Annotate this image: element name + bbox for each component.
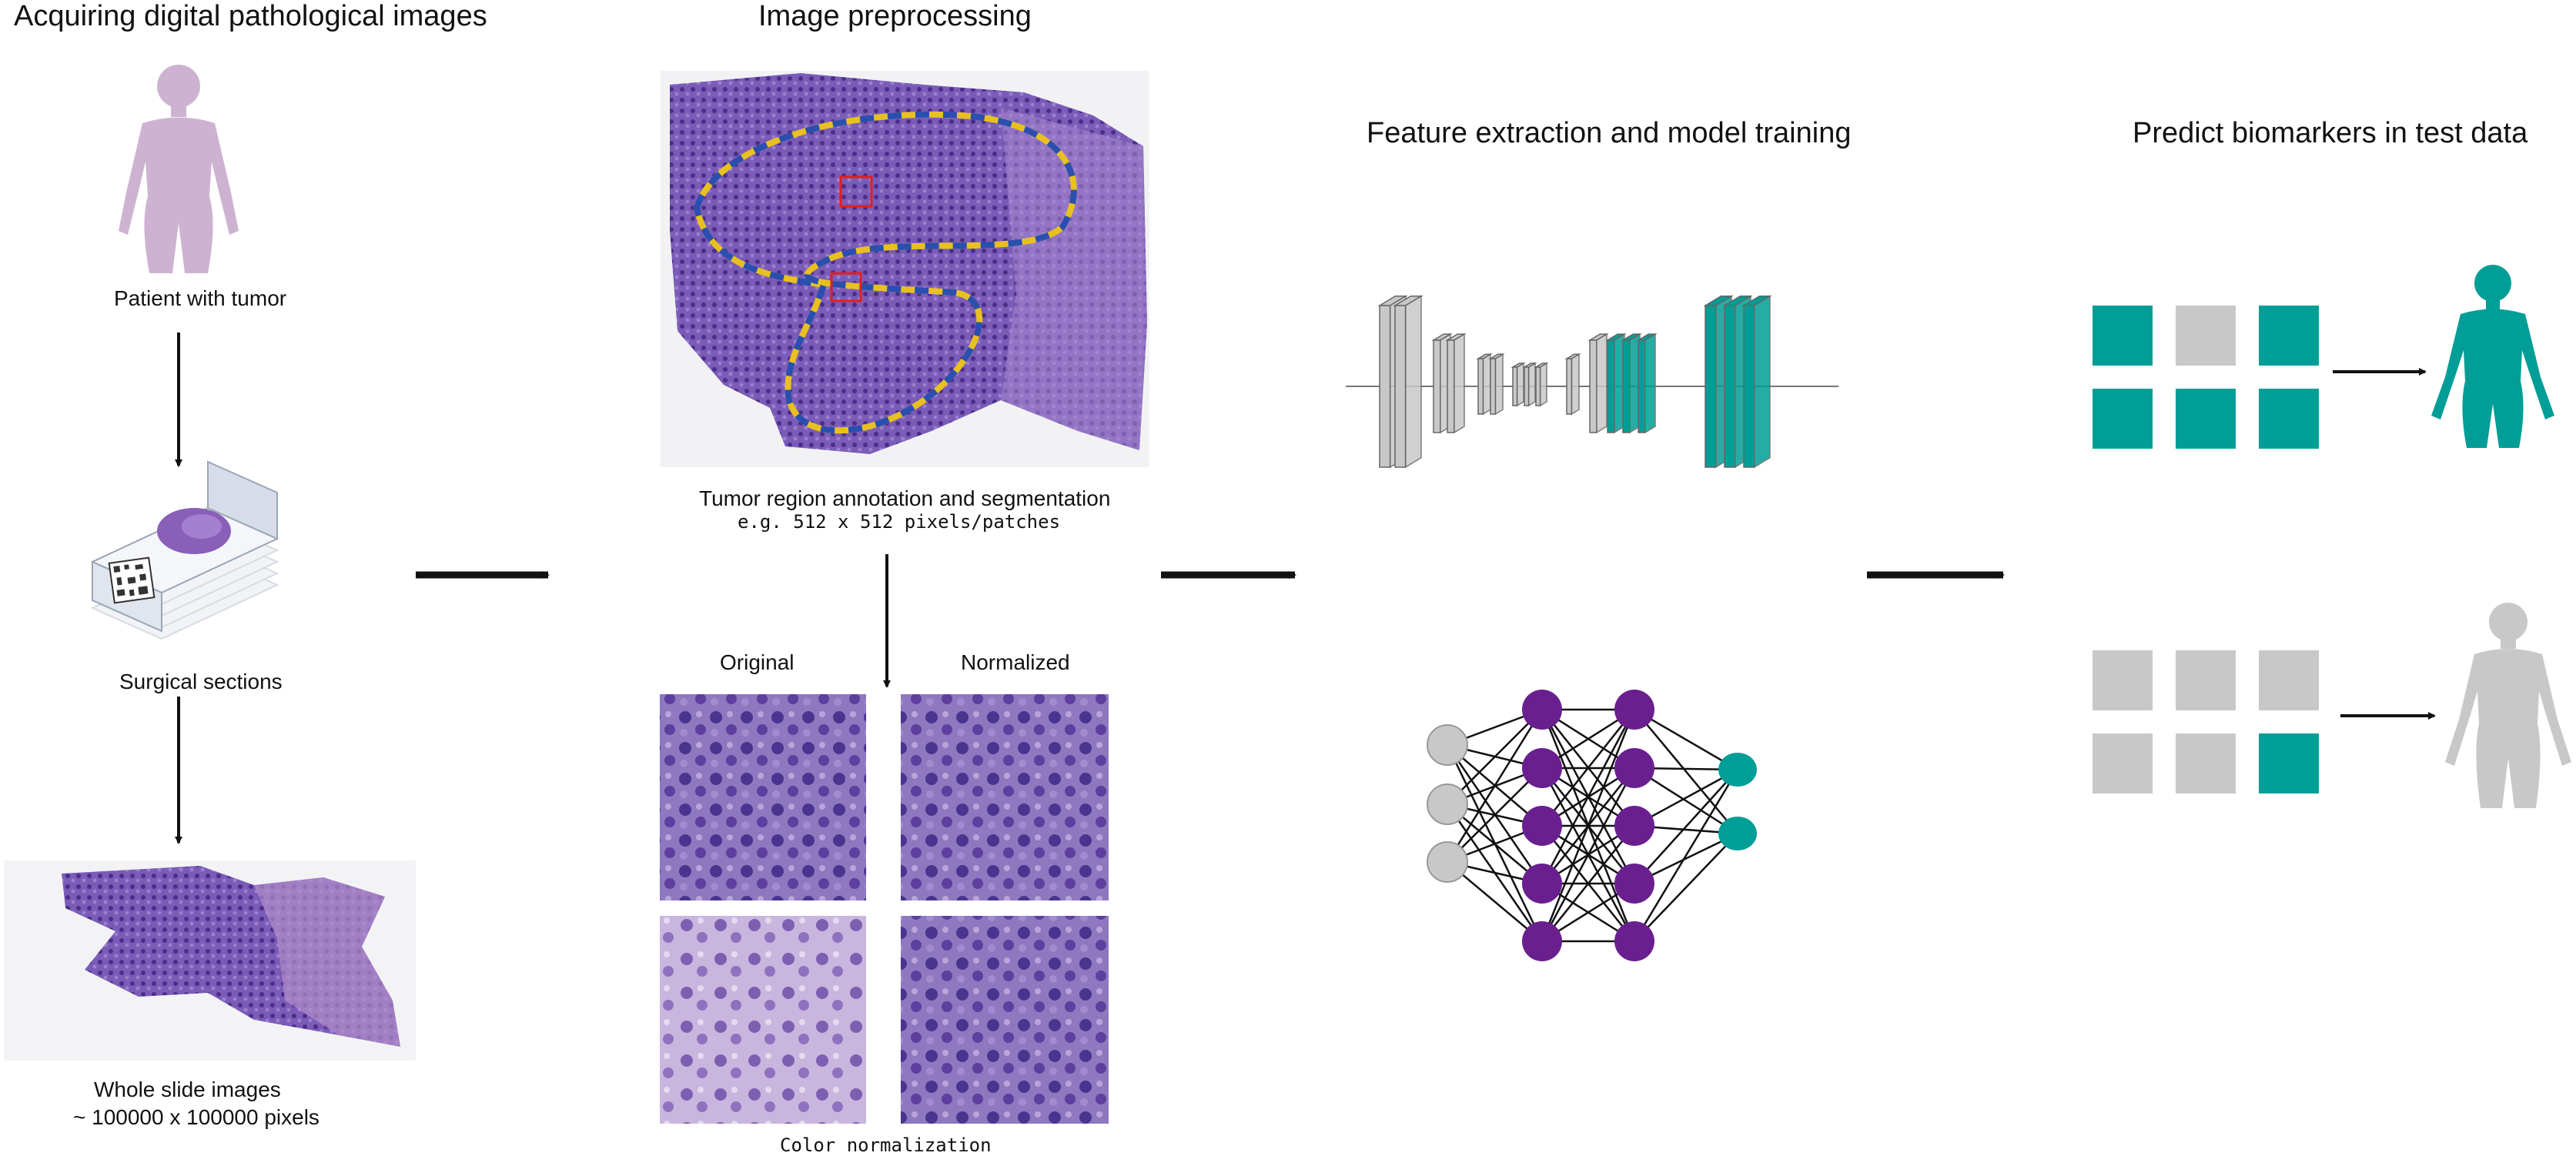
cnn-architecture-icon <box>1346 295 1838 469</box>
gridB-cell-3 <box>2093 733 2153 793</box>
node-0-0 <box>1427 724 1468 766</box>
gridA-cell-4 <box>2176 389 2236 449</box>
node-1-2 <box>1522 806 1562 846</box>
cnn-block-side-4 <box>1482 352 1491 416</box>
node-2-2 <box>1614 806 1654 846</box>
node-1-0 <box>1522 690 1562 730</box>
cnn-block-side-16 <box>1753 295 1771 469</box>
edge-0-1-0 <box>1447 709 1543 805</box>
prediction-grid-negative <box>2093 650 2319 793</box>
cnn-block-front-8 <box>1535 366 1541 406</box>
gridB-cell-4 <box>2176 733 2236 793</box>
cnn-block-side-1 <box>1404 295 1422 469</box>
gridA-cell-1 <box>2176 306 2236 366</box>
patient-positive-icon <box>2431 265 2554 448</box>
caption-sections: Surgical sections <box>119 670 283 693</box>
gridB-cell-1 <box>2176 650 2236 710</box>
female-patient-icon <box>119 65 239 273</box>
heading-acquire: Acquiring digital pathological images <box>14 0 487 32</box>
node-1-1 <box>1522 748 1562 788</box>
edge-2-3-0 <box>1634 769 1738 884</box>
edge-1-2-0 <box>1541 709 1635 827</box>
gridA-cell-2 <box>2259 306 2319 366</box>
gridA-cell-3 <box>2093 389 2153 449</box>
caption-wsi-2: ~ 100000 x 100000 pixels <box>73 1105 319 1129</box>
cnn-block-side-7 <box>1527 362 1536 407</box>
node-2-0 <box>1614 690 1654 730</box>
cnn-block-front-3 <box>1447 339 1455 433</box>
edge-2-4-1 <box>1634 833 1738 942</box>
caption-patient: Patient with tumor <box>114 286 287 310</box>
node-1-3 <box>1522 864 1562 904</box>
cnn-block-side-5 <box>1494 352 1504 416</box>
edge-0-2-1 <box>1447 767 1543 863</box>
cnn-block-front-16 <box>1743 305 1755 468</box>
patch-original-1 <box>660 694 866 900</box>
whole-slide-image <box>4 860 416 1061</box>
heading-predict: Predict biomarkers in test data <box>2133 117 2528 149</box>
patch-original-2 <box>660 916 866 1124</box>
cnn-block-front-9 <box>1566 358 1573 415</box>
edge-1-4-2 <box>1541 825 1635 942</box>
cnn-block-front-13 <box>1638 339 1646 433</box>
cnn-block-front-6 <box>1512 366 1518 406</box>
cnn-block-front-14 <box>1705 305 1717 468</box>
node-2-1 <box>1614 748 1654 788</box>
edge-1-3-0 <box>1541 709 1636 884</box>
cnn-block-side-13 <box>1644 332 1656 434</box>
gridB-cell-2 <box>2259 650 2319 710</box>
caption-annotation-2: e.g. 512 x 512 pixels/patches <box>738 511 1061 533</box>
heading-feature: Feature extraction and model training <box>1367 117 1852 149</box>
node-2-4 <box>1614 921 1654 961</box>
gridB-cell-0 <box>2093 650 2153 710</box>
cnn-block-side-8 <box>1539 362 1547 407</box>
cnn-block-front-4 <box>1477 358 1484 415</box>
prediction-grid-positive <box>2093 306 2319 449</box>
slide-stack-icon <box>90 460 279 640</box>
caption-original: Original <box>720 650 795 674</box>
node-1-4 <box>1522 921 1562 961</box>
node-2-3 <box>1614 864 1654 904</box>
edge-2-0-1 <box>1634 709 1738 834</box>
edge-0-2-0 <box>1446 709 1544 863</box>
heading-preprocess: Image preprocessing <box>758 0 1032 32</box>
caption-normalized: Normalized <box>961 650 1070 674</box>
patch-normalized-2 <box>901 916 1109 1124</box>
cnn-block-front-10 <box>1589 339 1597 433</box>
caption-wsi-1: Whole slide images <box>94 1077 281 1101</box>
edge-2-1-1 <box>1634 767 1738 835</box>
patient-negative-icon <box>2445 603 2571 808</box>
caption-annotation-1: Tumor region annotation and segmentation <box>699 486 1111 510</box>
node-0-1 <box>1427 783 1468 825</box>
cnn-block-side-9 <box>1571 352 1580 416</box>
gridA-cell-5 <box>2259 389 2319 449</box>
cnn-block-front-1 <box>1394 305 1407 468</box>
annotated-tissue-image <box>661 71 1149 467</box>
node-3-1 <box>1718 817 1757 850</box>
cnn-block-side-3 <box>1454 332 1465 434</box>
cnn-block-front-0 <box>1379 305 1391 468</box>
edge-1-4-0 <box>1541 709 1636 942</box>
cnn-block-front-11 <box>1607 339 1615 433</box>
cnn-block-front-7 <box>1524 366 1530 406</box>
edge-1-4-1 <box>1541 767 1636 942</box>
node-0-2 <box>1427 841 1468 883</box>
neural-network-icon <box>1427 690 1757 961</box>
cnn-block-front-2 <box>1433 339 1441 433</box>
cnn-block-side-6 <box>1516 362 1524 407</box>
cnn-block-front-5 <box>1490 358 1497 415</box>
gridB-cell-5 <box>2259 733 2319 793</box>
patch-normalized-1 <box>901 694 1109 900</box>
cnn-block-front-15 <box>1724 305 1736 468</box>
node-3-0 <box>1718 753 1757 787</box>
cnn-block-front-12 <box>1622 339 1631 433</box>
caption-color-normalization: Color normalization <box>780 1134 992 1156</box>
gridA-cell-0 <box>2093 306 2153 366</box>
cnn-block-side-10 <box>1596 332 1607 434</box>
edge-2-4-0 <box>1633 769 1739 942</box>
